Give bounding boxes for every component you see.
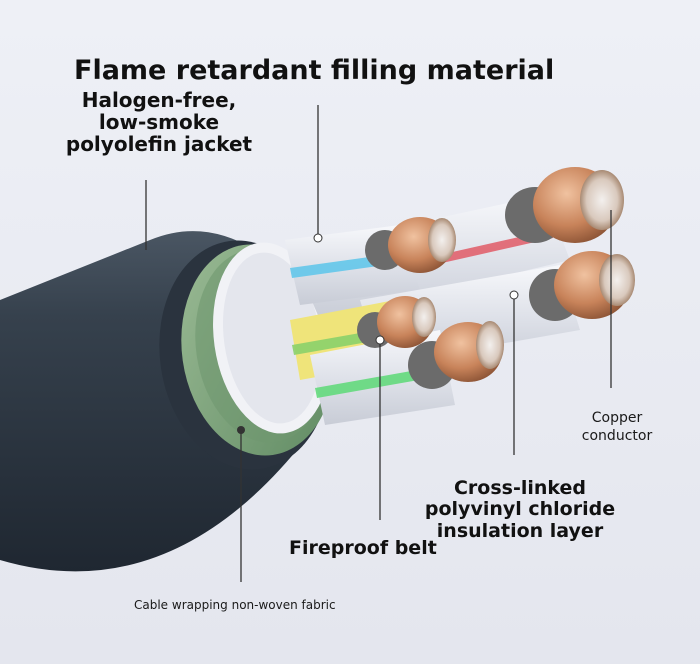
- label-fireproof-belt: Fireproof belt: [289, 537, 437, 559]
- label-non-woven-fabric: Cable wrapping non-woven fabric: [134, 598, 336, 612]
- label-copper-conductor: Copper conductor: [581, 410, 653, 444]
- label-jacket: Halogen-free, low-smoke polyolefin jacke…: [65, 88, 253, 156]
- copper-conductors: [357, 167, 635, 389]
- leader-dots: [313, 233, 519, 345]
- leader-lines: [145, 105, 612, 582]
- leader-dots-dark: [237, 426, 245, 434]
- title-filling-material: Flame retardant filling material: [74, 55, 555, 86]
- filler-fireproof-belt: [213, 242, 331, 434]
- label-insulation-layer: Cross-linked polyvinyl chloride insulati…: [424, 477, 616, 542]
